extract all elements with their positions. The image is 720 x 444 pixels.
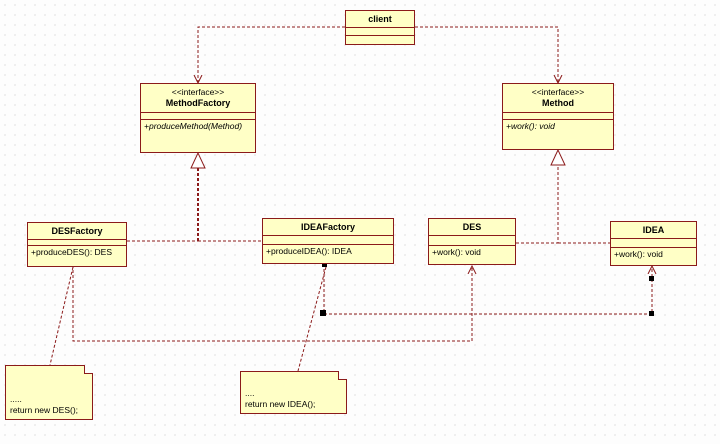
class-name: DESFactory — [51, 226, 103, 236]
class-method[interactable]: <<interface>> Method +work(): void — [502, 83, 614, 150]
operation-label: +produceIDEA(): IDEA — [263, 244, 393, 257]
class-methodfactory[interactable]: <<interface>> MethodFactory +produceMeth… — [140, 83, 256, 153]
anchor-square-4 — [322, 262, 327, 267]
stereotype-label: <<interface>> — [531, 87, 585, 97]
note-fold-corner — [338, 371, 347, 380]
class-client[interactable]: client — [345, 10, 415, 45]
dependency-ideafactory-idea — [323, 264, 652, 315]
realization-triangle-methodfactory — [190, 151, 206, 169]
dependency-desfactory-des — [72, 265, 472, 342]
anchor-square-1 — [320, 310, 326, 316]
anchor-square-2 — [649, 311, 654, 316]
operation-label: +work(): void — [611, 247, 696, 260]
class-name: DES — [462, 222, 482, 232]
class-des[interactable]: DES +work(): void — [428, 218, 516, 265]
note-fold-corner — [84, 365, 93, 374]
operation-label: +work(): void — [503, 119, 613, 132]
operation-label: +produceMethod(Method) — [141, 119, 255, 132]
dependency-client-methodfactory — [198, 26, 345, 83]
note-line: return new IDEA(); — [245, 399, 316, 409]
note-ideafactory[interactable]: .... return new IDEA(); — [240, 371, 347, 414]
note-desfactory[interactable]: ..... return new DES(); — [5, 365, 93, 420]
stereotype-label: <<interface>> — [171, 87, 225, 97]
operation-label: +work(): void — [429, 245, 515, 258]
class-name: Method — [542, 98, 574, 108]
class-ideafactory[interactable]: IDEAFactory +produceIDEA(): IDEA — [262, 218, 394, 264]
note-anchor-idea — [297, 266, 327, 372]
note-line: ..... — [10, 394, 22, 404]
realization-des — [516, 165, 559, 244]
class-name: client — [368, 14, 392, 24]
class-desfactory[interactable]: DESFactory +produceDES(): DES — [27, 222, 127, 267]
realization-triangle-method — [550, 148, 566, 166]
class-name: IDEAFactory — [300, 222, 355, 232]
note-anchor-des — [49, 266, 74, 366]
note-line: .... — [245, 388, 255, 398]
class-idea[interactable]: IDEA +work(): void — [610, 221, 697, 266]
anchor-square-3 — [649, 276, 654, 281]
class-name: IDEA — [642, 225, 665, 235]
note-line: return new DES(); — [10, 405, 79, 415]
operation-label: +produceDES(): DES — [28, 245, 126, 258]
dependency-client-method — [415, 26, 558, 83]
class-name: MethodFactory — [165, 98, 231, 108]
